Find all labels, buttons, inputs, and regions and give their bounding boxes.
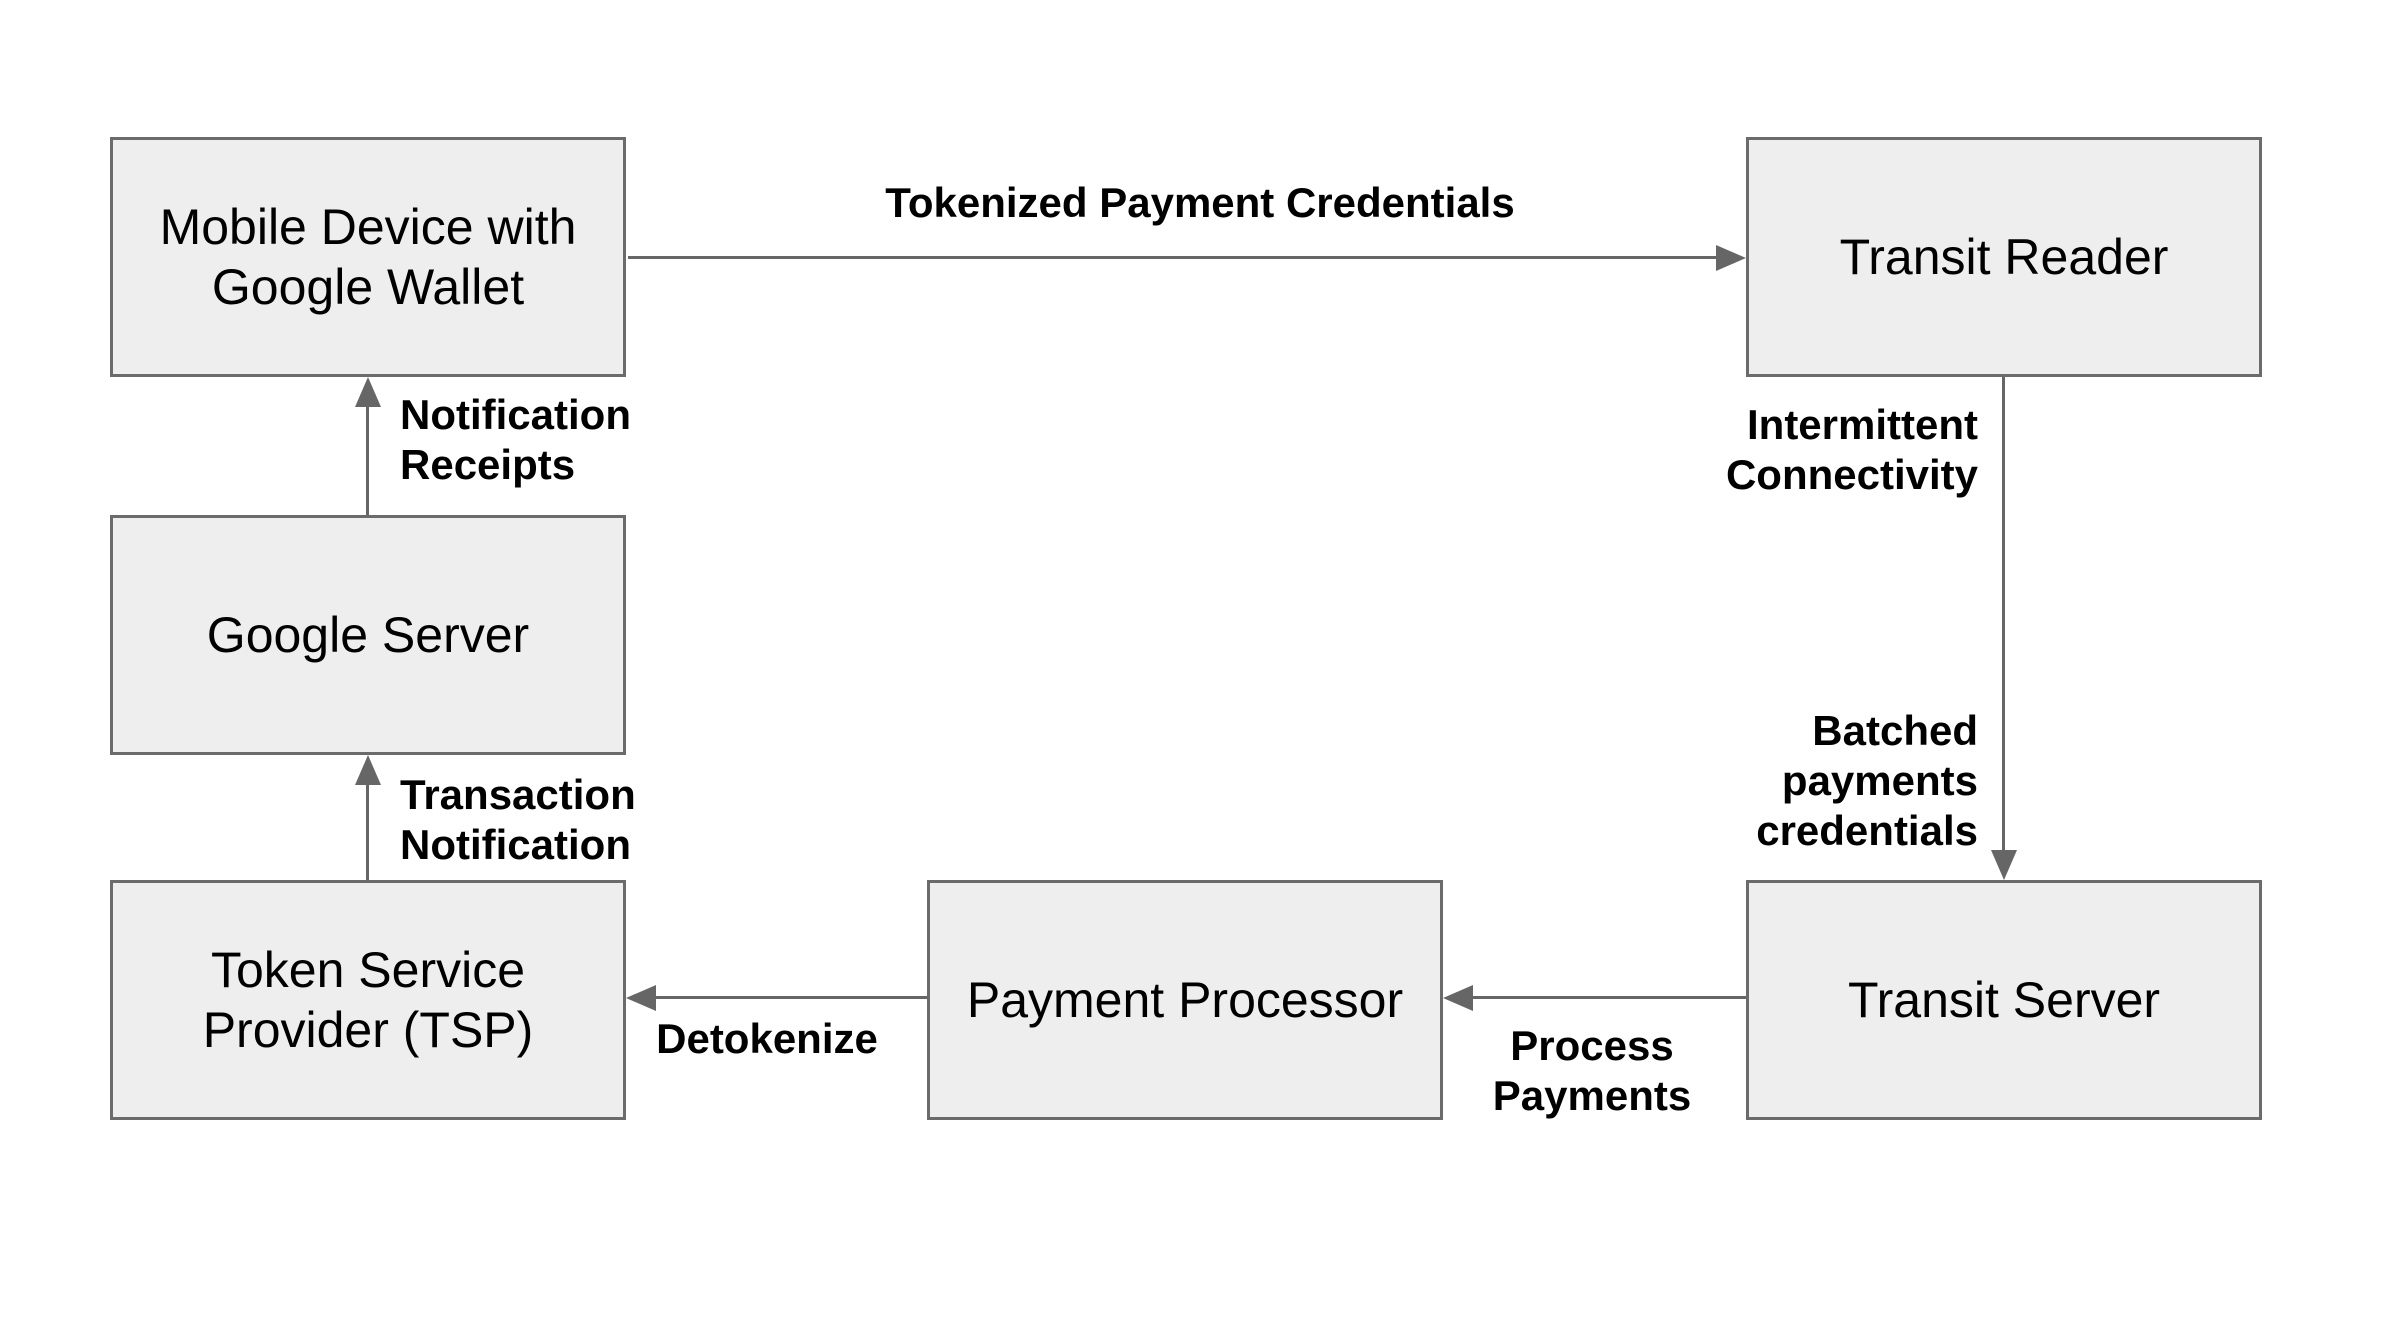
node-label-line: Transit Server — [1847, 972, 2161, 1028]
edge-label-line: Detokenize — [656, 1015, 878, 1062]
edge-label-tokenized-payment-credentials: Tokenized Payment Credentials — [885, 178, 1514, 228]
node-label-line: Token Service — [210, 942, 526, 998]
edge-label-line: Notification — [400, 391, 631, 438]
edge-label-intermittent-connectivity: Intermittent Connectivity — [1726, 400, 1978, 500]
edge-label-line: payments — [1781, 757, 1978, 804]
arrow-up-head-icon — [355, 755, 381, 785]
node-token-service-provider: Token Service Provider (TSP) — [110, 880, 626, 1120]
node-google-server: Google Server — [110, 515, 626, 755]
edge-label-line: Tokenized Payment Credentials — [885, 179, 1515, 226]
node-label-line: Payment Processor — [966, 972, 1404, 1028]
arrow-up-head-icon — [355, 377, 381, 407]
node-label-line: Google Wallet — [211, 259, 525, 315]
node-transit-reader: Transit Reader — [1746, 137, 2262, 377]
node-payment-processor: Payment Processor — [927, 880, 1443, 1120]
edge-label-line: Notification — [400, 821, 631, 868]
edge-label-process-payments: Process Payments — [1493, 1021, 1691, 1121]
edge-label-batched-payments-credentials: Batched payments credentials — [1756, 706, 1978, 856]
edge-label-notification-receipts: Notification Receipts — [400, 390, 631, 490]
edge-label-line: Payments — [1492, 1072, 1692, 1119]
edge-label-line: Process — [1510, 1022, 1674, 1069]
arrow-notification-receipts-line — [366, 405, 369, 515]
arrow-right-head-icon — [1716, 245, 1746, 271]
edge-label-line: Connectivity — [1725, 451, 1978, 498]
edge-label-line: Batched — [1812, 707, 1978, 754]
edge-label-detokenize: Detokenize — [656, 1014, 878, 1064]
edge-label-line: Receipts — [400, 441, 576, 488]
arrow-process-payments-line — [1473, 996, 1746, 999]
arrow-detokenize-line — [656, 996, 927, 999]
node-transit-server: Transit Server — [1746, 880, 2262, 1120]
node-label-line: Mobile Device with — [159, 199, 577, 255]
edge-label-line: credentials — [1756, 807, 1978, 854]
node-label-line: Provider (TSP) — [202, 1002, 534, 1058]
arrow-left-head-icon — [1443, 985, 1473, 1011]
arrow-batched-payments-credentials-line — [2002, 377, 2005, 852]
node-mobile-device-google-wallet: Mobile Device with Google Wallet — [110, 137, 626, 377]
arrow-transaction-notification-line — [366, 783, 369, 880]
node-label-line: Google Server — [206, 607, 530, 663]
arrow-tokenized-payment-credentials-line — [628, 256, 1720, 259]
edge-label-transaction-notification: Transaction Notification — [400, 770, 636, 870]
arrow-down-head-icon — [1991, 850, 2017, 880]
edge-label-line: Transaction — [400, 771, 636, 818]
arrow-left-head-icon — [626, 985, 656, 1011]
node-label-line: Transit Reader — [1839, 229, 2169, 285]
edge-label-line: Intermittent — [1747, 401, 1978, 448]
